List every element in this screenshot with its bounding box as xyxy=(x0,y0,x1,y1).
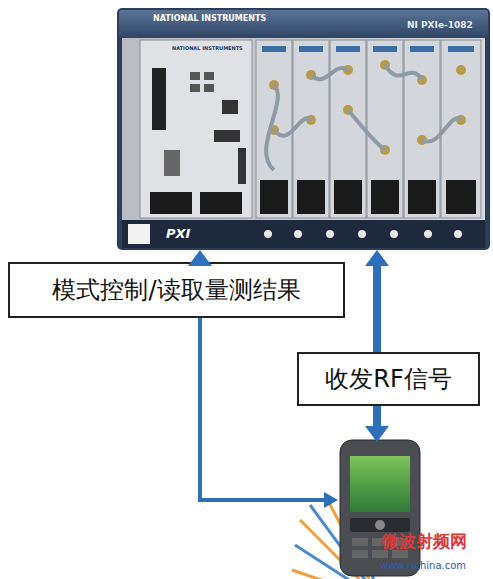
signal-arrow xyxy=(365,250,389,352)
watermark: 微波射频网 xyxy=(382,532,467,551)
instrument-modules xyxy=(256,40,481,218)
arrow-head xyxy=(324,492,338,508)
signal-arrow xyxy=(188,250,212,266)
slot xyxy=(152,68,166,130)
power-button xyxy=(128,224,150,244)
dvi-port xyxy=(214,130,240,142)
handle xyxy=(150,192,192,214)
chassis-body xyxy=(122,38,485,220)
label-text: 模式控制/读取量测结果 xyxy=(52,274,300,306)
ethernet-port xyxy=(222,100,238,114)
arrow-head xyxy=(365,426,389,442)
signal-tag: 收发RF信号 xyxy=(297,352,480,406)
chassis-base xyxy=(122,220,485,248)
serial-port xyxy=(164,150,180,176)
handle xyxy=(200,192,242,214)
signal-tag: 模式控制/读取量测结果 xyxy=(8,262,345,318)
pxi-chassis: NATIONAL INSTRUMENTS NI PXIe-1082 xyxy=(117,8,490,250)
brand-logo: NATIONAL INSTRUMENTS xyxy=(153,15,266,24)
control-wire xyxy=(200,318,326,500)
usb-port xyxy=(190,72,200,80)
usb-port xyxy=(190,84,200,92)
chassis-frame xyxy=(117,8,490,250)
slot-markers xyxy=(264,230,462,238)
usb-port xyxy=(204,84,214,92)
rf-wire xyxy=(373,406,381,428)
usb-port xyxy=(204,72,214,80)
controller-module xyxy=(140,40,252,218)
mobile-phone xyxy=(340,440,420,576)
chassis-top xyxy=(119,10,488,38)
watermark: www.rfchina.com xyxy=(380,560,466,571)
label-text: 收发RF信号 xyxy=(325,363,451,395)
model-name: NI PXIe-1082 xyxy=(407,21,473,31)
connector xyxy=(238,148,246,184)
brand-logo: NATIONAL INSTRUMENTS xyxy=(172,46,243,52)
logo-text: PXI xyxy=(166,227,190,241)
